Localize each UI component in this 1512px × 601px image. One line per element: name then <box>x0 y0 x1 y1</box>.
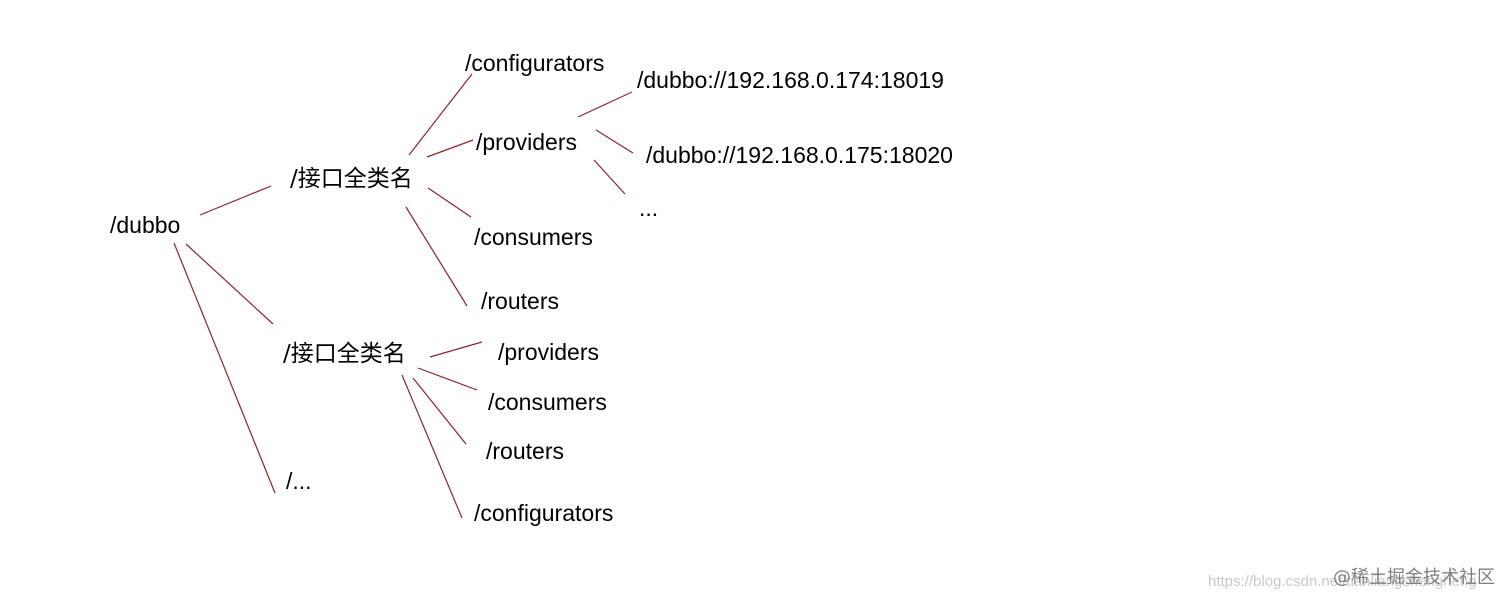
node-provider-more: ... <box>639 195 659 221</box>
node-provider-url-2: /dubbo://192.168.0.175:18020 <box>646 142 953 168</box>
node-interface-more: /... <box>286 468 312 494</box>
node-routers-2: /routers <box>486 438 564 464</box>
node-providers-1: /providers <box>476 129 577 155</box>
edge-iface1-routers <box>405 206 468 307</box>
edge-root-iface-more <box>173 242 276 494</box>
edge-iface1-providers <box>426 139 474 158</box>
edge-root-iface2 <box>185 243 274 325</box>
edge-iface2-routers <box>412 377 467 445</box>
edge-iface2-configurators <box>401 374 463 519</box>
edge-providers-url1 <box>577 91 633 118</box>
edge-iface1-consumers <box>427 187 472 218</box>
edge-iface2-providers <box>429 341 483 358</box>
node-configurators-2: /configurators <box>474 500 614 526</box>
node-consumers-2: /consumers <box>488 389 607 415</box>
node-providers-2: /providers <box>498 339 599 365</box>
watermark-brand: @稀土掘金技术社区 <box>1333 567 1495 588</box>
node-dubbo-root: /dubbo <box>110 212 181 238</box>
node-configurators-1: /configurators <box>465 50 605 76</box>
node-provider-url-1: /dubbo://192.168.0.174:18019 <box>637 67 944 93</box>
node-interface-fullname-2: /接口全类名 <box>283 341 406 367</box>
edge-root-iface1 <box>199 185 272 216</box>
node-interface-fullname-1: /接口全类名 <box>290 166 413 192</box>
watermark-url: https://blog.csdn.net/tianliangshengheng <box>1208 573 1477 590</box>
edge-iface1-configurators <box>408 73 473 156</box>
edge-providers-url2 <box>595 129 634 154</box>
node-routers-1: /routers <box>481 288 559 314</box>
node-consumers-1: /consumers <box>474 224 593 250</box>
edge-iface2-consumers <box>417 367 478 391</box>
edge-providers-more <box>593 159 626 195</box>
